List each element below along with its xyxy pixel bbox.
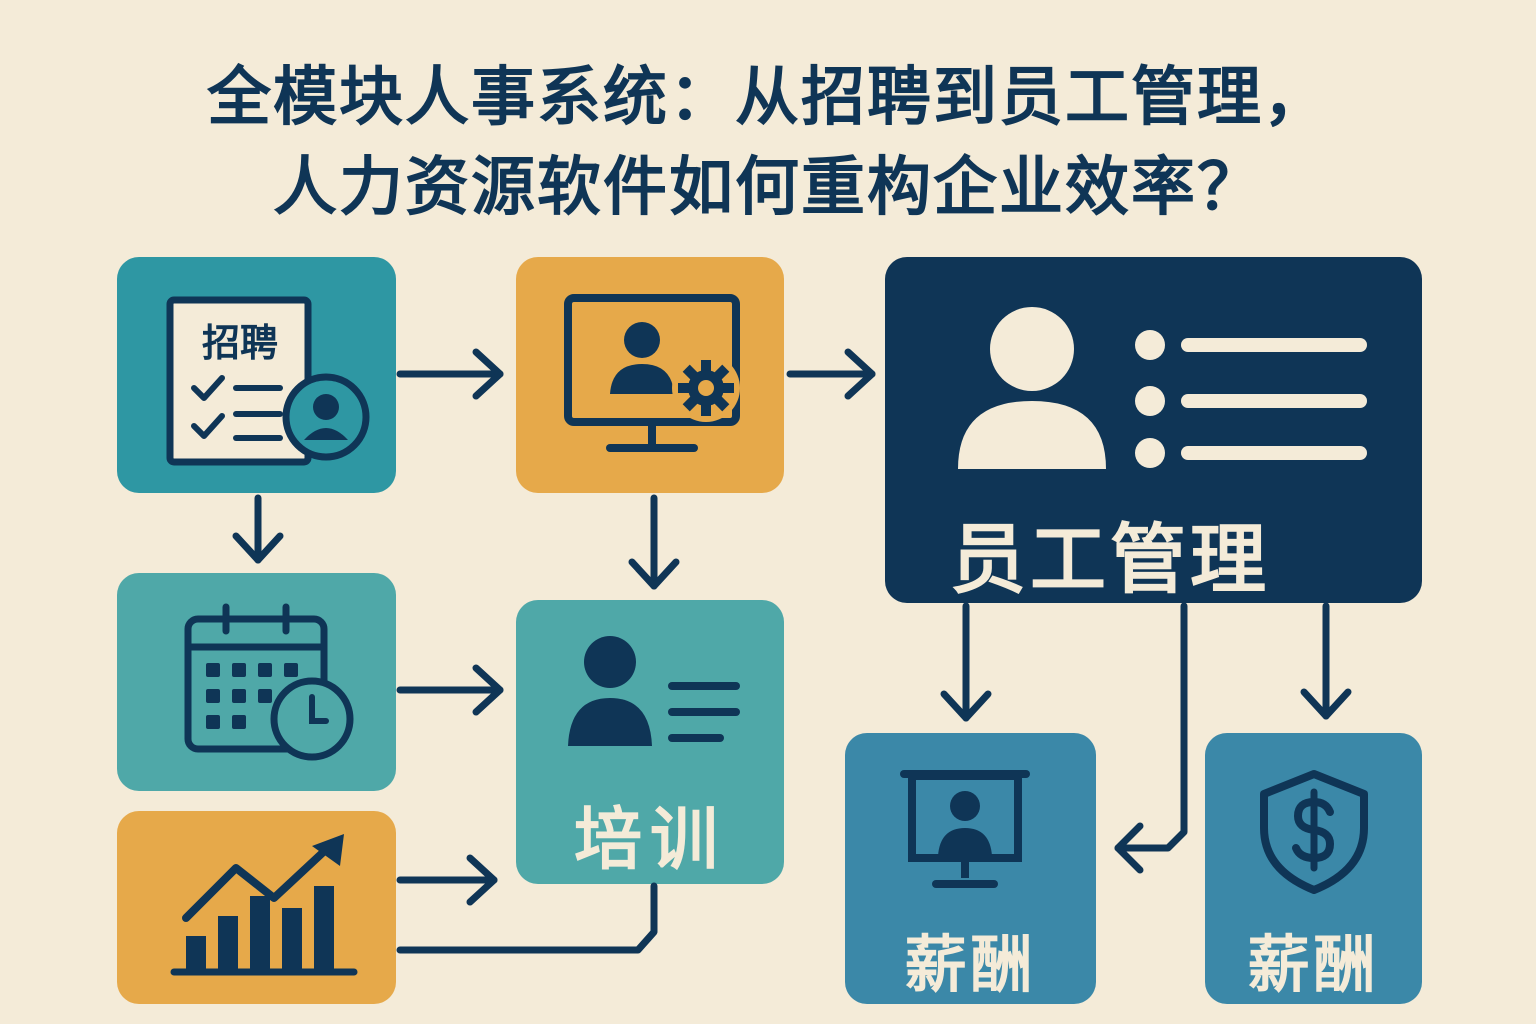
arrow-employee-management-to-payroll-left — [940, 602, 992, 722]
arrow-recruitment-to-onboarding — [396, 348, 504, 400]
calendar-clock-icon — [184, 603, 354, 761]
monitor-gear-icon — [564, 294, 740, 452]
profile-card-icon — [958, 307, 1367, 469]
shield-dollar-icon — [1260, 770, 1368, 894]
scheduling-box — [117, 573, 396, 791]
arrow-scheduling-to-training — [396, 664, 504, 716]
arrow-employee-management-to-payroll-left-side — [1114, 602, 1188, 874]
arrow-onboarding-to-employee-management — [786, 348, 876, 400]
recruitment-checklist-icon — [166, 296, 370, 466]
arrow-onboarding-to-training — [628, 494, 680, 590]
arrow-recruitment-to-scheduling — [232, 494, 284, 564]
arrow-analytics-to-training — [396, 854, 498, 906]
employee-management-label: 员工管理 — [950, 515, 1270, 604]
page-title-line-2: 人力资源软件如何重构企业效率？ — [273, 151, 1263, 225]
training-label: 培训 — [573, 801, 726, 880]
presentation-person-icon — [900, 770, 1030, 888]
payroll-right-label: 薪酬 — [1247, 928, 1380, 1001]
person-list-icon — [568, 636, 740, 746]
payroll-left-label: 薪酬 — [904, 928, 1037, 1001]
page-title-line-1: 全模块人事系统：从招聘到员工管理， — [207, 61, 1329, 135]
recruitment-label: 招聘 — [201, 321, 278, 365]
line-training-to-analytics — [396, 882, 658, 954]
growth-chart-icon — [170, 834, 358, 976]
arrow-employee-management-to-payroll-right — [1300, 602, 1352, 720]
